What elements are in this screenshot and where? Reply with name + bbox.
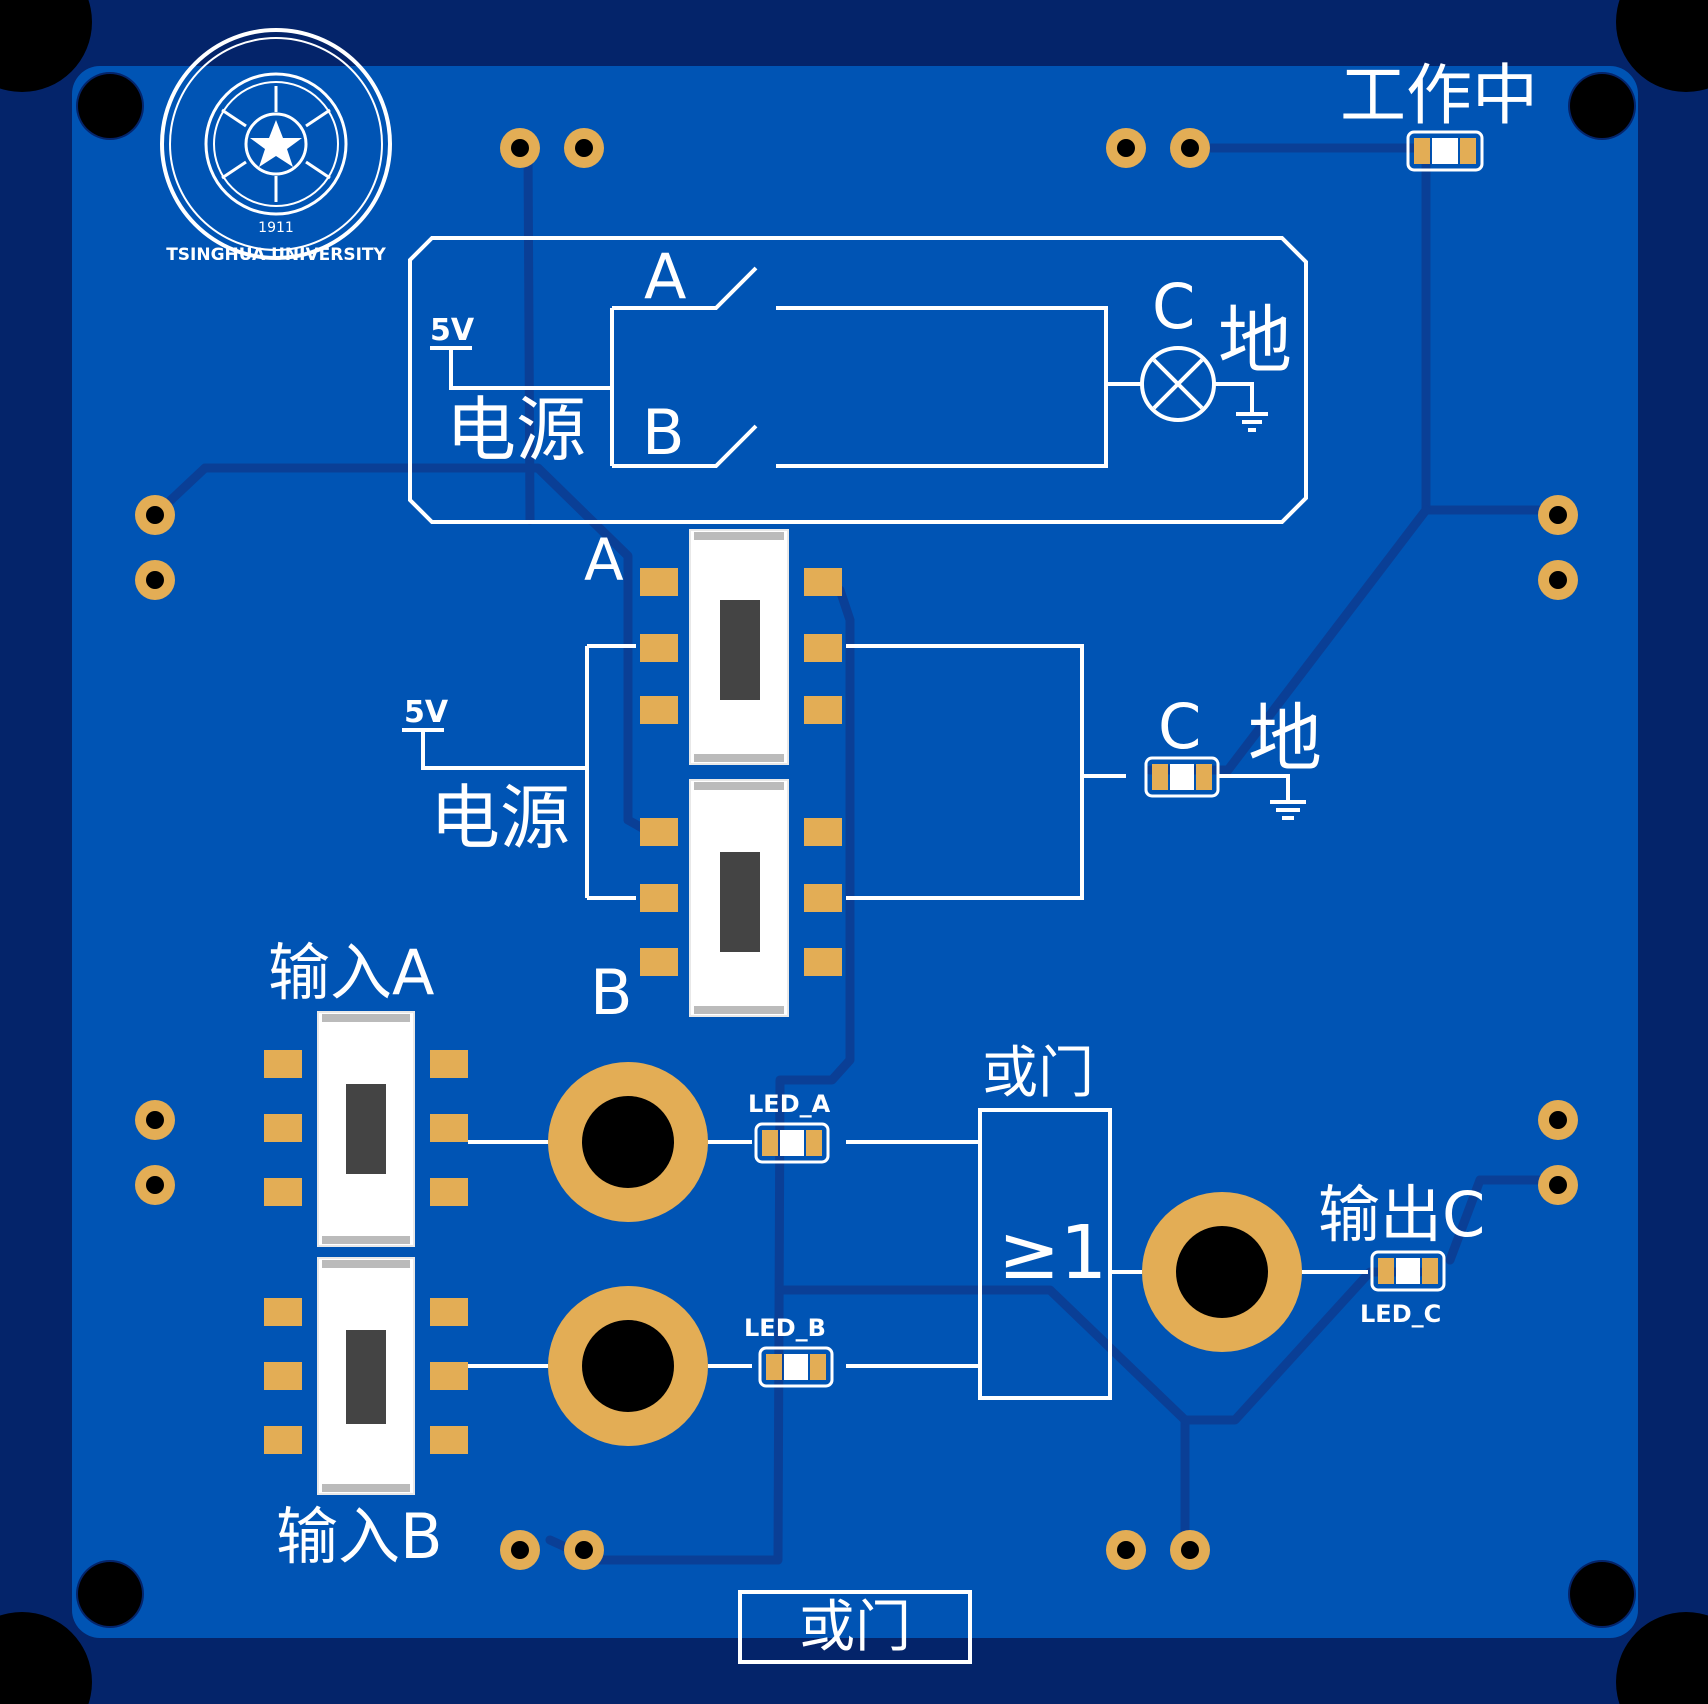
gate-symbol: ≥1 [998, 1210, 1107, 1296]
top-switch-b-label: B [642, 396, 685, 469]
top-switch-a-label: A [644, 240, 686, 313]
input-switch-pads [264, 1050, 468, 1454]
header-pins [135, 128, 1578, 1570]
input-a-label: 输入A [268, 936, 434, 1009]
mid-led-c [1144, 756, 1220, 798]
status-label: 工作中 [1340, 57, 1538, 134]
input-b-label: 输入B [276, 1500, 443, 1573]
mid-schematic [402, 644, 1306, 900]
gate-wiring [468, 1108, 1368, 1400]
led-a [754, 1122, 830, 1164]
top-lamp-label: C [1152, 270, 1195, 343]
led-c [1370, 1250, 1446, 1292]
status-led [1406, 130, 1484, 172]
led-a-label: LED_A [748, 1090, 831, 1118]
test-point-a[interactable] [548, 1062, 708, 1222]
mid-switch-b-label: B [590, 956, 633, 1029]
mid-power-label: 电源 [430, 777, 570, 859]
output-label: 输出C [1318, 1178, 1485, 1251]
input-b-switch[interactable] [317, 1257, 415, 1495]
logo-english-text: TSINGHUA UNIVERSITY [166, 245, 386, 265]
copper-traces [150, 143, 1553, 1565]
mid-switch-a-label: A [584, 526, 624, 594]
input-a-switch[interactable] [317, 1011, 415, 1247]
top-power-label: 电源 [446, 389, 586, 471]
test-point-b[interactable] [548, 1286, 708, 1446]
mid-switch-pads [640, 568, 842, 976]
led-c-label: LED_C [1360, 1300, 1441, 1328]
top-schematic [408, 236, 1308, 524]
led-b [758, 1346, 834, 1388]
gate-title: 或门 [982, 1041, 1094, 1106]
top-ground-label: 地 [1218, 298, 1292, 384]
logo-year-text: 1911 [258, 220, 294, 236]
footer-box [738, 1590, 972, 1664]
mid-ground-label: 地 [1248, 696, 1322, 782]
mid-led-label: C [1158, 690, 1201, 763]
tsinghua-logo: TSINGHUA UNIVERSITY 1911 [160, 28, 392, 265]
led-b-label: LED_B [744, 1314, 826, 1342]
test-point-c[interactable] [1142, 1192, 1302, 1352]
footer-board-name: 或门 [799, 1595, 911, 1660]
board-surface [72, 66, 1638, 1638]
mid-switch-a[interactable] [689, 529, 789, 765]
top-power-voltage: 5V [430, 313, 475, 348]
mid-power-voltage: 5V [404, 695, 449, 730]
mid-switch-b[interactable] [689, 779, 789, 1017]
